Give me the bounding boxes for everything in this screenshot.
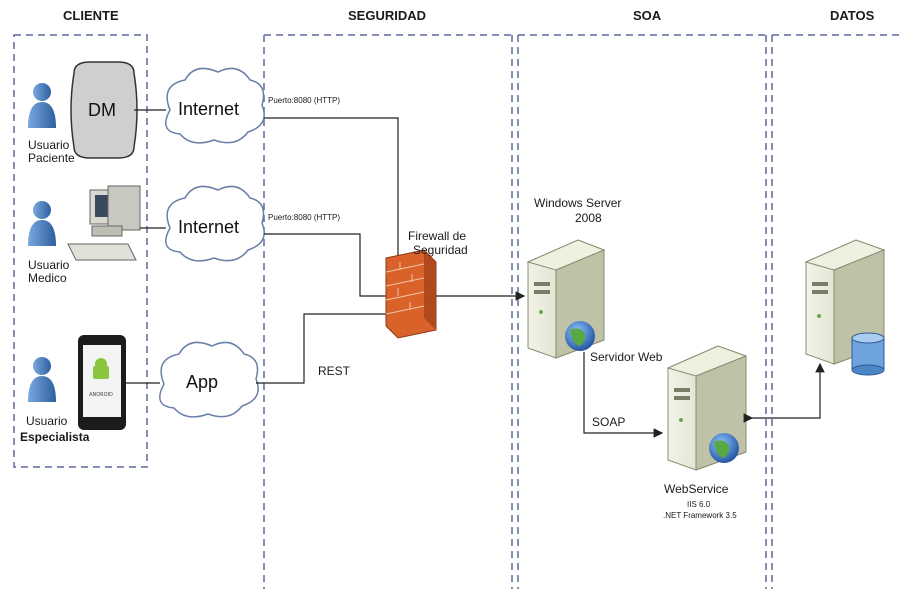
webservice-title: WebService	[664, 482, 729, 496]
user-label-line1: Usuario	[26, 414, 68, 428]
firewall-label-line1: Firewall de	[408, 229, 467, 243]
person-icon	[28, 201, 56, 246]
zone-soa	[517, 34, 767, 589]
column-header-soa: SOA	[633, 8, 662, 23]
rest-label: REST	[318, 364, 351, 378]
android-phone-icon: ANDROID	[78, 335, 126, 430]
dm-device-label: DM	[88, 100, 116, 120]
connector-line	[256, 309, 404, 384]
web-server-label: Servidor Web	[590, 350, 663, 364]
soap-label: SOAP	[592, 415, 626, 429]
person-icon	[28, 357, 56, 402]
cloud-label: Internet	[178, 217, 240, 237]
webservice-iis: IIS 6.0	[687, 500, 711, 509]
server-os-label: Windows Server	[534, 196, 622, 210]
column-header-cliente: CLIENTE	[63, 8, 119, 23]
user-label-line1: Usuario	[28, 258, 70, 272]
connector-line	[264, 233, 406, 301]
port-label: Puerto:8080 (HTTP)	[268, 96, 341, 105]
cloud-label: App	[186, 372, 219, 392]
cloud-icon	[165, 67, 265, 144]
cloud-icon	[165, 185, 265, 262]
connector-line	[583, 352, 664, 438]
zone-seguridad	[263, 34, 513, 589]
user-label-line2: Medico	[28, 271, 67, 285]
column-header-datos: DATOS	[830, 8, 875, 23]
zone-cliente	[13, 34, 148, 468]
globe-icon	[709, 433, 739, 463]
person-icon	[28, 83, 56, 128]
desktop-computer-icon	[67, 185, 141, 261]
cloud-label: Internet	[178, 99, 240, 119]
svg-text:ANDROID: ANDROID	[89, 392, 113, 398]
globe-icon	[565, 321, 595, 351]
cloud-icon	[159, 341, 259, 418]
database-cylinder-icon	[851, 332, 885, 376]
zone-datos	[771, 34, 903, 589]
dm-device-icon	[70, 61, 138, 159]
column-header-seguridad: SEGURIDAD	[348, 8, 427, 23]
firewall-icon	[385, 249, 437, 339]
user-label-line1: Usuario	[28, 138, 70, 152]
connector-line	[743, 362, 825, 423]
port-label: Puerto:8080 (HTTP)	[268, 213, 341, 222]
firewall-label-line2: Seguridad	[413, 243, 468, 257]
connector-line	[264, 117, 399, 290]
webservice-framework: .NET Framework 3.5	[663, 511, 737, 520]
user-label-line2: Paciente	[28, 151, 75, 165]
server-os-version: 2008	[575, 211, 602, 225]
user-label-line2: Especialista	[20, 430, 90, 444]
